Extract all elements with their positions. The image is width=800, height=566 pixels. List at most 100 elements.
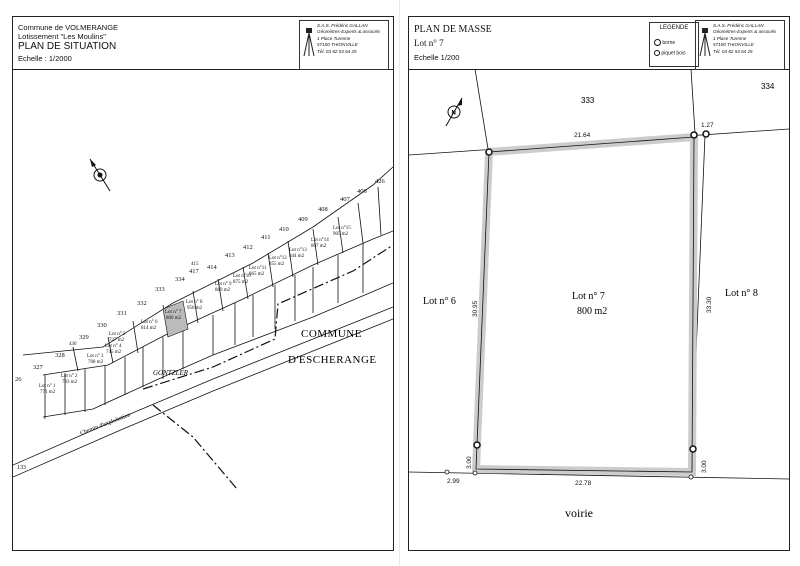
cabinet-name: S.A.S. Frédéric GALLAN bbox=[713, 23, 764, 28]
masse-title: PLAN DE MASSE bbox=[414, 24, 492, 35]
lot-area: 844 m2 bbox=[289, 254, 305, 259]
commune-label-line2: D'ESCHERANGE bbox=[288, 354, 377, 366]
lot-label: Lot n°12 bbox=[269, 256, 287, 261]
cabinet-profession: Géomètres-Experts & associés bbox=[713, 29, 777, 35]
lot-label: Lot n° 6 bbox=[141, 320, 158, 325]
parcel-lines bbox=[409, 68, 789, 480]
lotissement-name: Lotissement "Les Moulins" bbox=[18, 32, 106, 41]
cabinet-address: 1 Place Turenne bbox=[317, 35, 351, 41]
lot-area: 800 m2 bbox=[166, 316, 182, 321]
commune-name: Commune de VOLMERANGE bbox=[18, 23, 119, 32]
dim-top: 21.64 bbox=[574, 132, 591, 139]
lot-label: Lot n° 8 bbox=[186, 300, 203, 305]
parcel-number: 330 bbox=[97, 322, 107, 329]
cabinet-address: 1 Place Turenne bbox=[713, 35, 747, 41]
road-gontzler bbox=[13, 306, 393, 478]
situation-title: PLAN DE SITUATION bbox=[18, 41, 117, 52]
lot-area: 727 m2 bbox=[109, 338, 125, 343]
lot-area: 905 m2 bbox=[333, 232, 349, 237]
parcel-334-label: 334 bbox=[761, 82, 775, 91]
commune-label-line1: COMMUNE bbox=[301, 328, 362, 340]
piquet-icon bbox=[654, 50, 660, 56]
surveyor-tripod-icon bbox=[699, 28, 711, 57]
parcel-number: 409 bbox=[298, 216, 308, 223]
piquet-icon bbox=[444, 469, 450, 475]
lot-area: 950 m2 bbox=[187, 306, 203, 311]
lot-label: Lot n°15 bbox=[333, 226, 351, 231]
parcel-number: 430 bbox=[69, 342, 77, 347]
lot-labels: Lot n° 1 771 m2 Lot n° 2 783 m2 Lot n° 3… bbox=[39, 226, 351, 395]
parcel-boundaries bbox=[22, 166, 393, 419]
cabinet-city: 57100 THIONVILLE bbox=[713, 42, 754, 48]
parcel-number: 408 bbox=[318, 206, 328, 213]
legend-item-borne: borne bbox=[654, 39, 675, 46]
lot-area: 855 m2 bbox=[269, 262, 285, 267]
parcel-number: 26 bbox=[15, 376, 22, 383]
parcel-number: 417 bbox=[189, 268, 200, 275]
parcel-number: 426 bbox=[375, 178, 386, 185]
parcel-number: 334 bbox=[175, 276, 186, 283]
parcel-number: 412 bbox=[243, 244, 253, 251]
lot-area: 814 m2 bbox=[141, 326, 157, 331]
cabinet-city: 57100 THIONVILLE bbox=[317, 42, 358, 48]
dim-bottom: 22.78 bbox=[575, 480, 592, 487]
lot-label: Lot n°11 bbox=[249, 266, 267, 271]
masse-scale: Echelle 1/200 bbox=[414, 53, 460, 62]
lot-6-label: Lot n° 6 bbox=[423, 296, 456, 307]
lot-7-highlight bbox=[162, 300, 189, 338]
lot-label: Lot n°13 bbox=[289, 248, 307, 253]
route-code-label: 133 bbox=[17, 465, 26, 471]
parcel-number: 329 bbox=[79, 334, 89, 341]
masse-lot: Lot n° 7 bbox=[414, 38, 444, 48]
lot-8-label: Lot n° 8 bbox=[725, 288, 758, 299]
surveyor-tripod-icon bbox=[303, 28, 315, 57]
dim-right: 33.30 bbox=[706, 296, 713, 313]
lot-label: Lot n° 2 bbox=[61, 374, 78, 379]
page-fold bbox=[399, 0, 400, 566]
lot-label: Lot n° 9 bbox=[215, 282, 232, 287]
masse-plan-sheet: PLAN DE MASSE Lot n° 7 Echelle 1/200 LEG… bbox=[408, 16, 790, 551]
situation-plan-sheet: Commune de VOLMERANGE Lotissement "Les M… bbox=[12, 16, 394, 551]
parcel-number: 413 bbox=[225, 252, 235, 259]
bornes bbox=[473, 130, 710, 453]
lot-area: 807 m2 bbox=[311, 244, 327, 249]
masse-plan-drawing: N 333 334 Lot n° 7 bbox=[409, 68, 789, 520]
lot-label: Lot n° 3 bbox=[87, 354, 104, 359]
lot-area: 708 m2 bbox=[88, 360, 104, 365]
parcel-333-label: 333 bbox=[581, 96, 595, 105]
cabinet-block: S.A.S. Frédéric GALLAN Géomètres-Experts… bbox=[299, 20, 389, 70]
lot-area: 771 m2 bbox=[40, 390, 56, 395]
lot-area: 889 m2 bbox=[215, 288, 231, 293]
lot-label: Lot n° 5 bbox=[109, 332, 126, 337]
borne-icon bbox=[654, 39, 661, 46]
dim-left: 30.95 bbox=[472, 300, 479, 317]
borne-icon bbox=[473, 441, 481, 449]
parcel-number: 327 bbox=[33, 364, 44, 371]
legend-box: LEGENDE borne piquet bois bbox=[649, 22, 699, 67]
situation-scale: Echelle : 1/2000 bbox=[18, 54, 72, 63]
borne-icon bbox=[485, 148, 493, 156]
parcel-number: 328 bbox=[55, 352, 65, 359]
road-name-label: GONTZLER bbox=[153, 369, 189, 377]
parcel-number: 410 bbox=[279, 226, 289, 233]
lot-area: 783 m2 bbox=[62, 380, 78, 385]
lot-7-label: Lot n° 7 bbox=[572, 291, 605, 302]
situation-map: 26 327 328 329 330 331 332 333 334 417 4… bbox=[13, 158, 393, 490]
dim-left-small: 3.00 bbox=[466, 456, 473, 469]
svg-text:N: N bbox=[452, 111, 456, 117]
dim-right-small: 3.00 bbox=[701, 460, 708, 473]
lot-label: Lot n°14 bbox=[311, 238, 329, 243]
chemin-label: Chemin d'exploitation bbox=[80, 412, 132, 437]
borne-icon bbox=[689, 445, 697, 453]
parcel-number: 414 bbox=[207, 264, 218, 271]
parcel-number: 415 bbox=[191, 262, 199, 267]
lot-label: Lot n°10 bbox=[233, 274, 251, 279]
parcel-number: 331 bbox=[117, 310, 127, 317]
parcel-number: 411 bbox=[261, 234, 271, 241]
north-arrow-icon bbox=[89, 158, 111, 192]
legend-title: LEGENDE bbox=[659, 25, 689, 31]
masse-header: PLAN DE MASSE Lot n° 7 Echelle 1/200 LEG… bbox=[409, 17, 789, 70]
lot-7-boundary bbox=[471, 132, 699, 477]
borne-icon bbox=[690, 131, 698, 139]
lot-area: 875 m2 bbox=[233, 280, 249, 285]
